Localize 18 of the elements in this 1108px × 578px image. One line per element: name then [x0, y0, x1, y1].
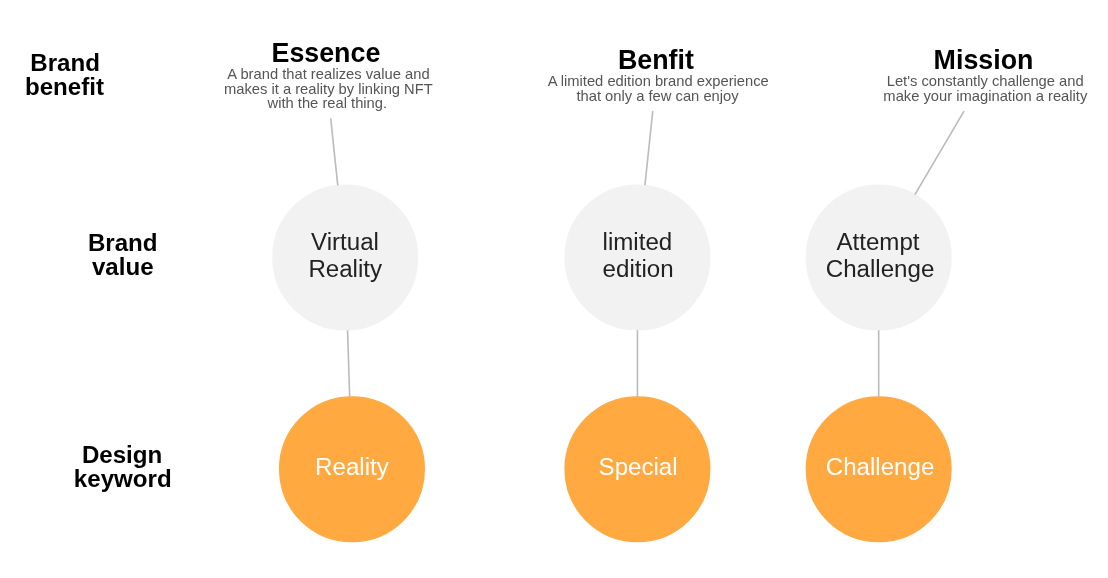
connector	[877, 329, 880, 398]
node-circle: Challenge	[805, 396, 952, 543]
node-circle: Attempt Challenge	[805, 184, 952, 331]
node-circle: limited edition	[564, 184, 711, 331]
node-text: Benfit A limited edition brand experience that only a few can enjoy	[547, 45, 769, 105]
node-circle: Special	[564, 396, 711, 543]
node-text: Essence A brand that realizes value and makes it a reality by linking NFT with the real thing.	[223, 37, 433, 112]
connector	[329, 117, 339, 187]
label: Brand benefit	[24, 49, 104, 101]
connector	[346, 329, 351, 398]
connector	[914, 110, 965, 196]
label: Brand value	[87, 229, 158, 281]
label: Design keyword	[73, 441, 172, 493]
node-circle: Virtual Reality	[272, 184, 419, 331]
node-circle: Reality	[278, 396, 425, 543]
node-text: Mission Let's constantly challenge and make your imagination a reality	[883, 45, 1088, 105]
connector	[644, 110, 654, 186]
connector	[636, 329, 639, 398]
